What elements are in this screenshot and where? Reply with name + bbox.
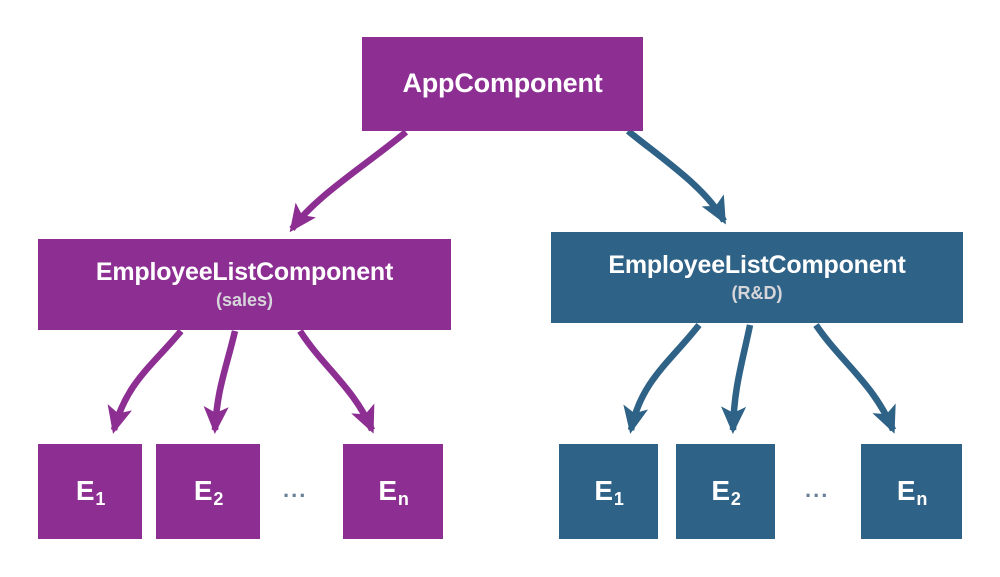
node-app-component-label: AppComponent <box>402 68 603 99</box>
edge-sales-to-leaf-2 <box>203 330 239 434</box>
node-rnd-employee-2-label: E2 <box>711 475 741 510</box>
leaf-letter: E <box>711 475 730 507</box>
node-employee-list-component-sales-label: EmployeeListComponent <box>95 257 394 286</box>
leaf-letter: E <box>193 475 213 507</box>
leaf-letter: E <box>75 475 95 507</box>
node-rnd-employee-1[interactable]: E1 <box>559 444 658 539</box>
rnd-leaves-ellipsis: ... <box>805 477 830 502</box>
node-app-component[interactable]: AppComponent <box>362 37 643 131</box>
leaf-subscript: 1 <box>613 489 624 510</box>
edge-rnd-to-leaf-2 <box>720 324 754 435</box>
node-rnd-employee-n-label: En <box>896 475 928 510</box>
node-rnd-employee-2[interactable]: E2 <box>676 444 775 539</box>
sales-leaves-ellipsis: ... <box>283 477 308 502</box>
node-rnd-employee-n[interactable]: En <box>861 444 962 539</box>
node-sales-employee-2-label: E2 <box>193 475 224 510</box>
edge-root-to-rnd <box>625 128 727 225</box>
node-sales-employee-n[interactable]: En <box>343 444 443 539</box>
node-sales-employee-n-label: En <box>378 475 409 510</box>
leaf-subscript: 2 <box>213 489 224 510</box>
leaf-subscript: 1 <box>95 489 106 510</box>
edge-sales-to-leaf-n <box>297 329 375 434</box>
leaf-subscript: n <box>916 489 928 510</box>
node-employee-list-component-rnd-sublabel: (R&D) <box>731 282 783 303</box>
node-employee-list-component-rnd[interactable]: EmployeeListComponent (R&D) <box>551 232 963 323</box>
edge-sales-to-leaf-1 <box>107 328 184 434</box>
node-employee-list-component-rnd-label: EmployeeListComponent <box>608 250 906 279</box>
node-sales-employee-2[interactable]: E2 <box>156 444 260 539</box>
edge-rnd-to-leaf-1 <box>623 322 702 434</box>
leaf-letter: E <box>378 475 397 507</box>
node-rnd-employee-1-label: E1 <box>594 475 624 510</box>
leaf-subscript: 2 <box>730 489 741 510</box>
edge-rnd-to-leaf-n <box>813 323 897 434</box>
node-sales-employee-1[interactable]: E1 <box>38 444 142 539</box>
leaf-letter: E <box>594 475 613 507</box>
node-employee-list-component-sales[interactable]: EmployeeListComponent (sales) <box>38 239 451 330</box>
edge-root-to-sales <box>289 129 409 233</box>
leaf-subscript: n <box>397 489 409 510</box>
leaf-letter: E <box>896 475 916 507</box>
node-employee-list-component-sales-sublabel: (sales) <box>215 289 274 310</box>
node-sales-employee-1-label: E1 <box>75 475 106 510</box>
